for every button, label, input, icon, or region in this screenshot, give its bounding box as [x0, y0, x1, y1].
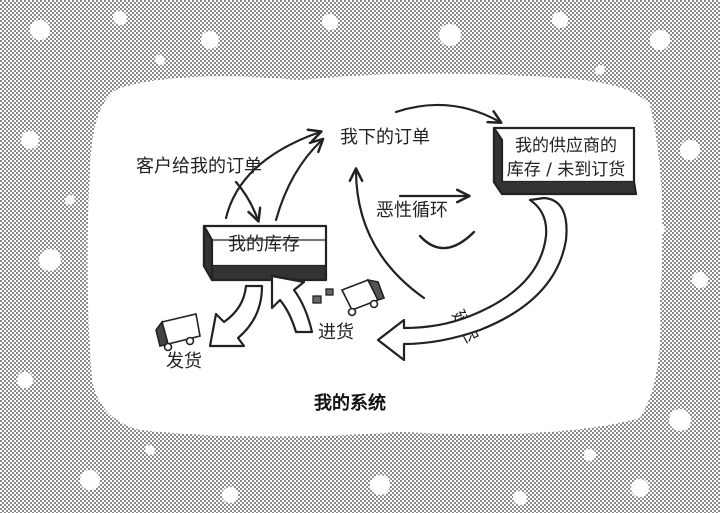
my-inventory-box: [202, 224, 328, 282]
flow-arrows: [224, 103, 503, 300]
my-inventory-label: 我的库存: [228, 234, 300, 255]
ship-out-arrow: [208, 284, 264, 348]
supplier-inventory-box: [492, 126, 638, 196]
customer-orders-arrow: [234, 180, 262, 223]
orders-to-supplier-arrow: [394, 103, 503, 124]
thick-arrows: [208, 196, 568, 362]
small-parcel-icon: [312, 288, 334, 304]
ship-label: 发货: [166, 351, 202, 372]
delivery-curve-arrow: [376, 196, 568, 362]
supply-truck-icon: [340, 278, 386, 317]
customer-orders-label: 客户给我的订单: [136, 156, 262, 177]
delivery-truck-icon: [155, 313, 201, 352]
inventory-to-orders-arrow-2: [274, 137, 325, 222]
vicious-cycle-label: 恶性循环: [376, 200, 448, 221]
inventory-to-orders-arrow: [224, 128, 323, 220]
supplier-label-line1: 我的供应商的: [515, 136, 617, 156]
supplier-label-line2: 库存 / 未到订货: [507, 160, 626, 180]
restock-in-arrow: [270, 274, 314, 334]
diagram-caption: 我的系统: [314, 392, 386, 414]
my-orders-label: 我下的订单: [340, 127, 430, 148]
cycle-arc: [418, 230, 476, 250]
cycle-feedback-arrow: [348, 167, 426, 300]
border-speckles: [17, 11, 708, 505]
restock-label: 进货: [318, 322, 354, 343]
